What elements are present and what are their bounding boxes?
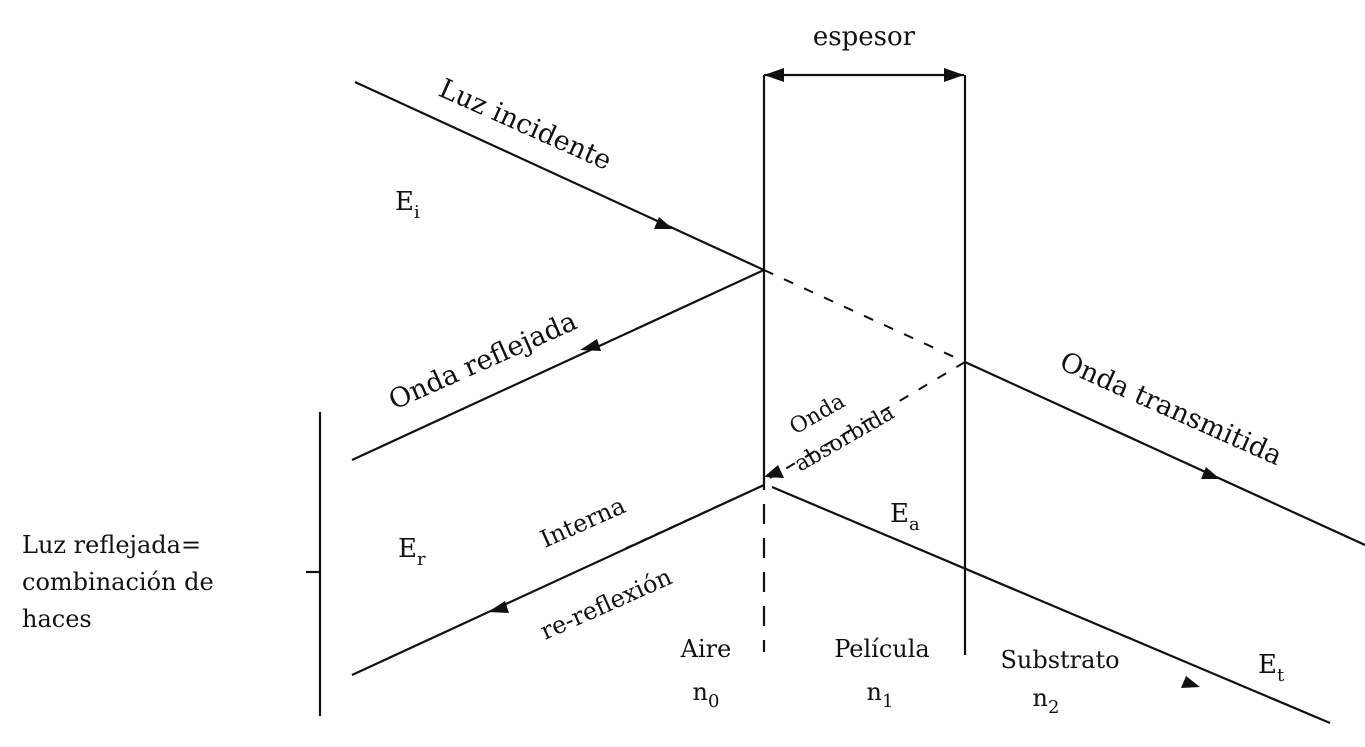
transmitted-label: Onda transmitida — [1055, 346, 1287, 472]
combined-label-line2: combinación de — [22, 568, 214, 596]
internal-reflection-in-film — [769, 361, 966, 479]
substrate-index: n2 — [1033, 684, 1060, 718]
substrate-label: Substrato — [1000, 646, 1119, 674]
refracted-ray-in-film — [763, 269, 966, 363]
transmitted-arrowhead — [1201, 467, 1220, 479]
transmitted-ray — [964, 360, 1365, 547]
reflected-ray-line — [351, 269, 765, 461]
re-reflected-ray — [351, 484, 765, 676]
re-reflected-ray-dashed — [619, 484, 765, 552]
thickness-arrowhead-left — [764, 68, 784, 82]
internal-label: Interna — [536, 491, 630, 553]
combined-label-line3: haces — [22, 605, 92, 633]
re-reflected-arrowhead — [488, 601, 509, 613]
e-absorbed-label: Ea — [890, 499, 920, 535]
film-label: Película — [834, 635, 930, 663]
combined-label-line1: Luz reflejada= — [22, 531, 201, 559]
incident-ray-line — [354, 81, 765, 271]
second-transmitted-arrowhead — [1181, 676, 1200, 688]
re-reflected-ray-line — [351, 484, 765, 676]
reflected-ray — [351, 269, 765, 461]
thickness-arrowhead-right — [944, 68, 964, 82]
transmitted-ray-line — [964, 360, 1365, 547]
thickness-dimension: espesor — [764, 22, 964, 82]
e-incident-label: Ei — [395, 187, 420, 223]
second-transmitted-ray-line — [771, 485, 1331, 725]
reflected-arrowhead — [580, 339, 601, 351]
rereflection-label: re-reflexión — [536, 563, 676, 646]
incident-ray — [354, 81, 765, 271]
air-label: Aire — [680, 635, 732, 663]
thickness-label: espesor — [813, 22, 916, 52]
e-transmitted-label: Et — [1258, 650, 1285, 686]
incident-arrowhead — [654, 217, 673, 229]
air-index: n0 — [693, 678, 720, 712]
combination-bracket — [306, 412, 322, 716]
internal-reflection-arrowhead — [764, 465, 784, 478]
second-transmitted-ray — [771, 485, 1331, 725]
film-index: n1 — [867, 678, 894, 712]
e-reflected-label: Er — [398, 534, 426, 570]
